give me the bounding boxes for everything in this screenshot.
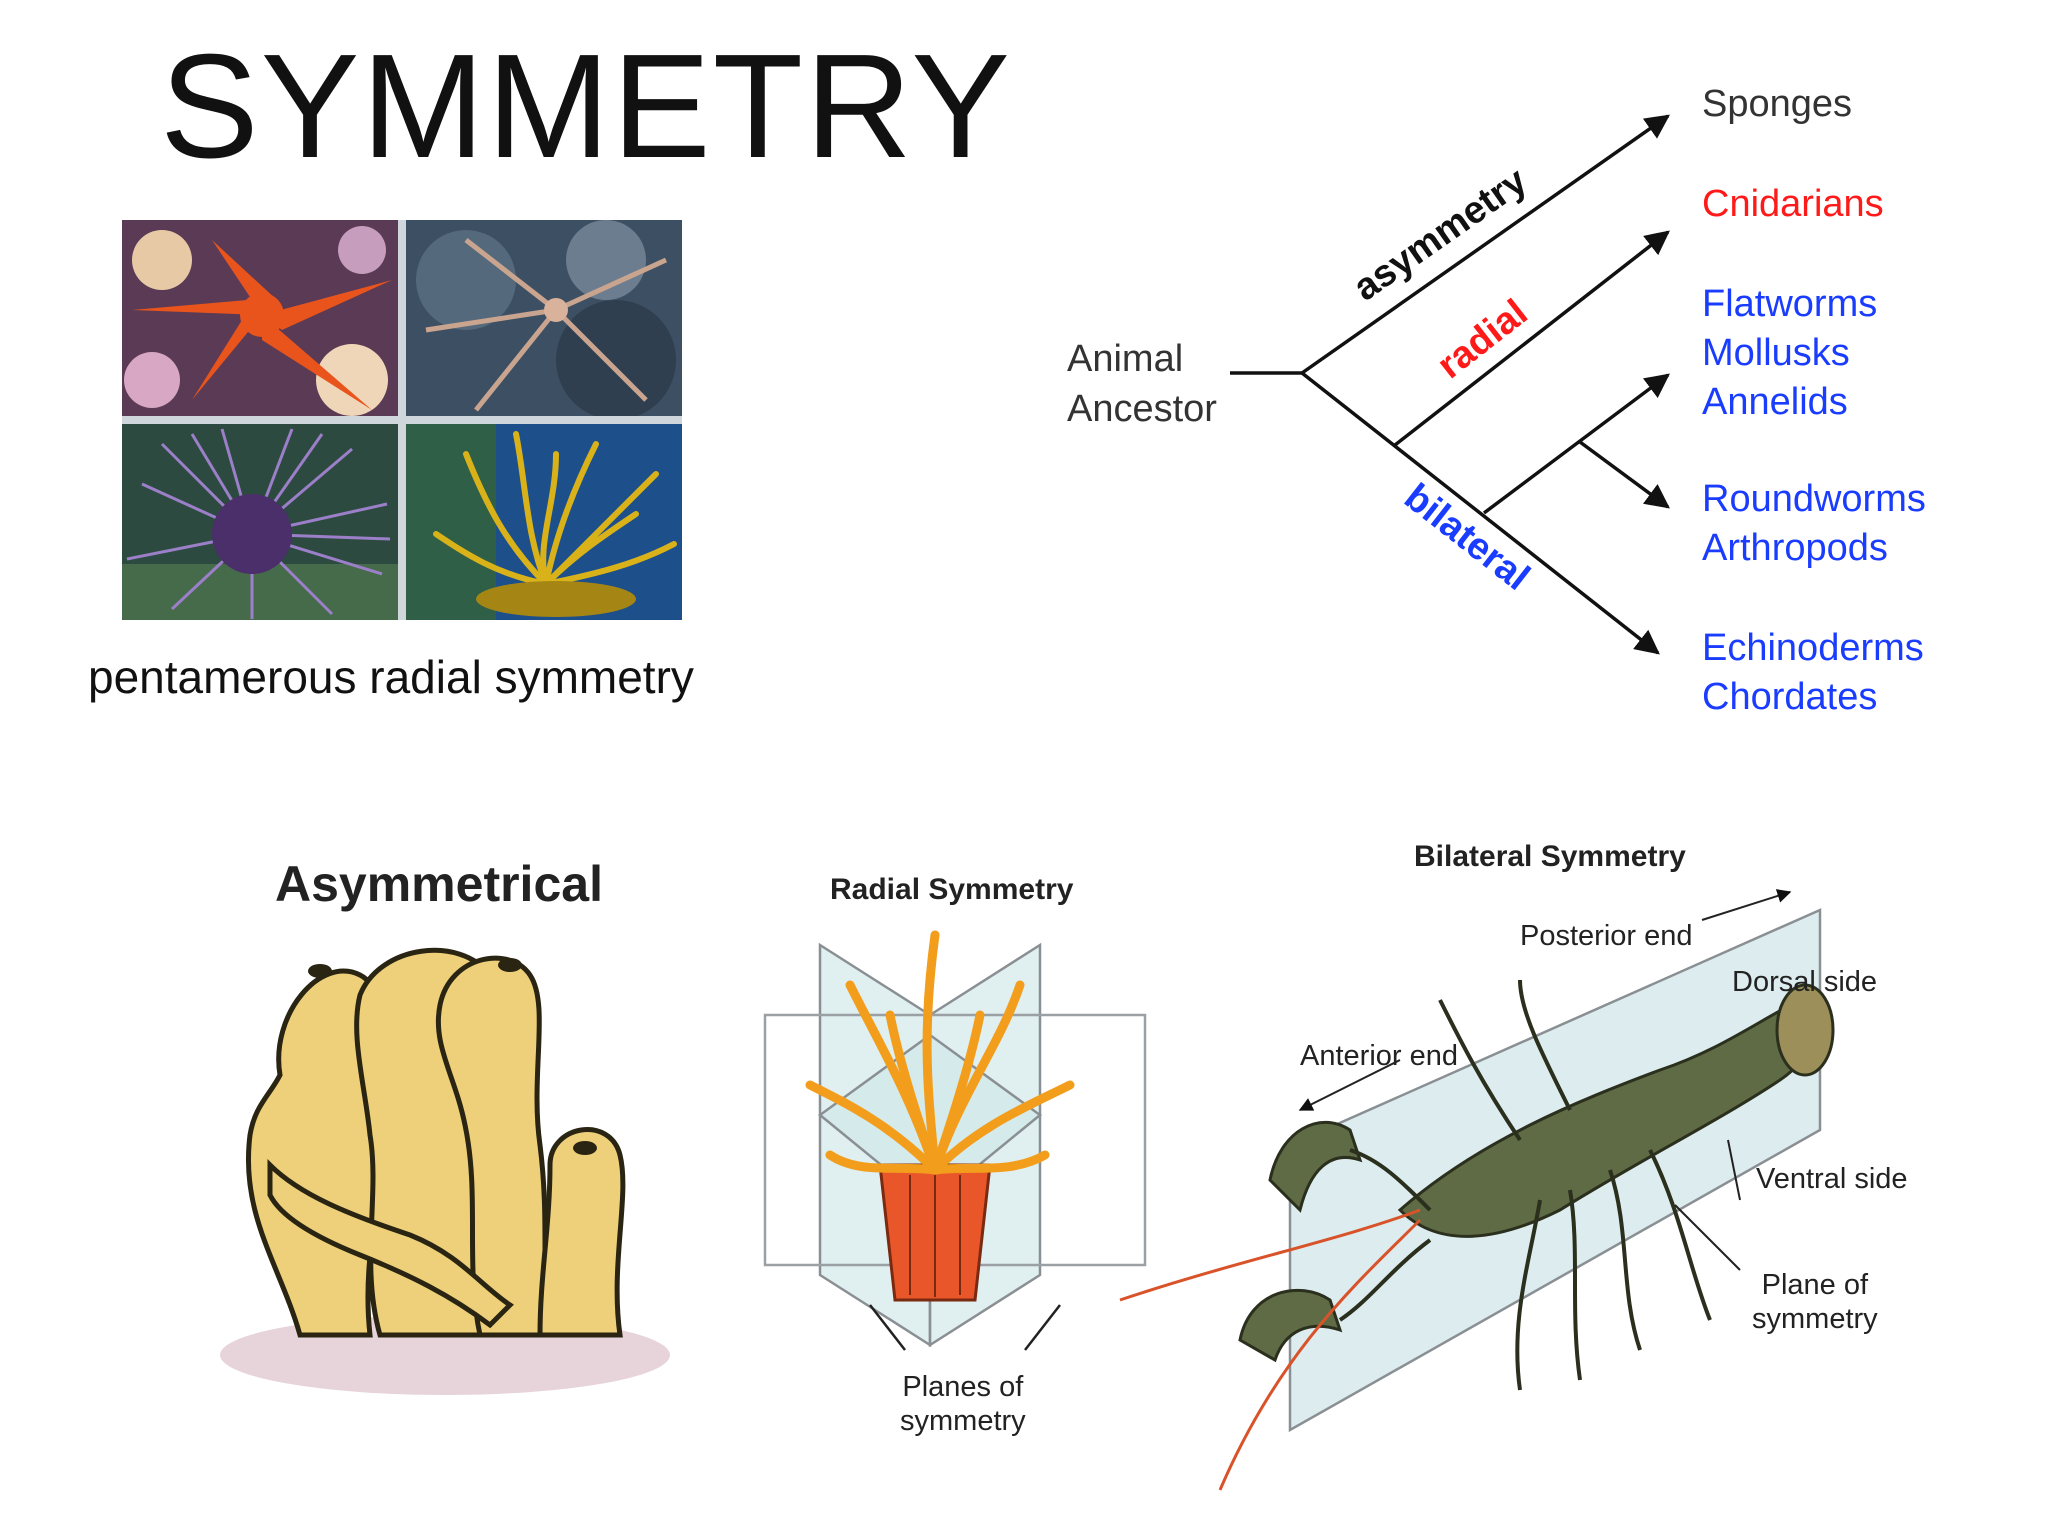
taxon-name: Mollusks (1702, 332, 1850, 374)
taxon-name: Flatworms (1702, 283, 1878, 325)
root-label-line: Animal (1067, 338, 1184, 380)
sponge-illustration (220, 947, 670, 1395)
radial-planes-label: Planes of symmetry (900, 1370, 1026, 1438)
branch-roundworms (1578, 440, 1670, 509)
planes-label-line: Planes of (902, 1371, 1024, 1403)
radial-title: Radial Symmetry (830, 873, 1074, 906)
taxon-cnidarians: Cnidarians (1702, 180, 1884, 229)
dorsal-side-label: Dorsal side (1732, 966, 1878, 998)
asymmetrical-title: Asymmetrical (275, 856, 603, 912)
taxon-name: Chordates (1702, 676, 1878, 718)
photo-brittle-star (406, 220, 682, 416)
posterior-end-label: Posterior end (1520, 920, 1693, 952)
branch-sponges (1300, 114, 1671, 375)
branch-label-radial: radial (1430, 292, 1536, 388)
phylogenetic-tree: asymmetry radial bilateral (1230, 114, 1671, 655)
plane-label-line: Plane of (1761, 1269, 1869, 1301)
branch-echinoderms (1300, 371, 1660, 655)
branch-flatworms (1482, 373, 1670, 515)
bilateral-illustration (1119, 889, 1835, 1491)
photo-grid (122, 220, 682, 620)
branch-label-bilateral: bilateral (1396, 476, 1537, 599)
photo-feather-star (406, 424, 682, 620)
root-label-line: Ancestor (1067, 388, 1217, 430)
photo-red-sea-star (122, 220, 398, 416)
taxon-name: Echinoderms (1702, 627, 1924, 669)
taxon-sponges: Sponges (1702, 80, 1852, 129)
planes-label-line: symmetry (900, 1405, 1026, 1437)
taxon-group-protostomes-2: Roundworms Arthropods (1702, 475, 1926, 573)
anterior-end-label: Anterior end (1300, 1040, 1458, 1072)
photo-caption: pentamerous radial symmetry (88, 651, 694, 703)
taxon-name: Roundworms (1702, 478, 1926, 520)
taxon-name: Cnidarians (1702, 183, 1884, 225)
taxon-group-deuterostomes: Echinoderms Chordates (1702, 624, 1924, 722)
tree-root-label: Animal Ancestor (1067, 334, 1217, 434)
taxon-name: Arthropods (1702, 527, 1888, 569)
taxon-name: Annelids (1702, 381, 1848, 423)
taxon-name: Sponges (1702, 83, 1853, 125)
page-title: SYMMETRY (160, 24, 1013, 189)
branch-cnidarians (1393, 230, 1670, 447)
photo-sea-urchin (122, 424, 398, 620)
radial-illustration (763, 930, 1147, 1351)
bilateral-title: Bilateral Symmetry (1414, 840, 1686, 873)
branch-label-asymmetry: asymmetry (1346, 160, 1534, 310)
plane-of-symmetry-label: Plane of symmetry (1752, 1268, 1878, 1336)
ventral-side-label: Ventral side (1756, 1163, 1908, 1195)
taxon-group-protostomes-1: Flatworms Mollusks Annelids (1702, 280, 1877, 427)
plane-label-line: symmetry (1752, 1303, 1878, 1335)
